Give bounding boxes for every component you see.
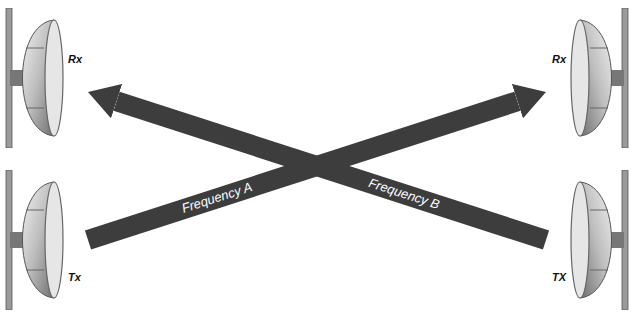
port-label: Rx [68,52,82,66]
port-label: Tx [68,270,81,284]
antenna-dish: Rx [4,8,88,148]
mount-bracket [610,70,624,86]
dish-illustration [4,170,66,310]
dish-illustration [568,170,630,310]
mount-bracket [10,70,24,86]
dish-rib [590,48,608,108]
antenna-dish: Rx [546,8,630,148]
dish-rib [26,210,44,270]
dish-illustration [568,8,630,148]
dish-radome [45,20,63,136]
dish-rib [26,48,44,108]
mount-bracket [610,232,624,248]
port-label: Rx [552,52,566,66]
dish-rib [590,210,608,270]
antenna-dish: Tx [4,170,88,310]
dish-illustration [4,8,66,148]
port-label: TX [552,270,566,284]
antenna-dish: TX [546,170,630,310]
dish-radome [571,182,589,298]
signal-arrow [117,101,546,240]
mount-bracket [10,232,24,248]
dish-radome [45,182,63,298]
dish-radome [571,20,589,136]
